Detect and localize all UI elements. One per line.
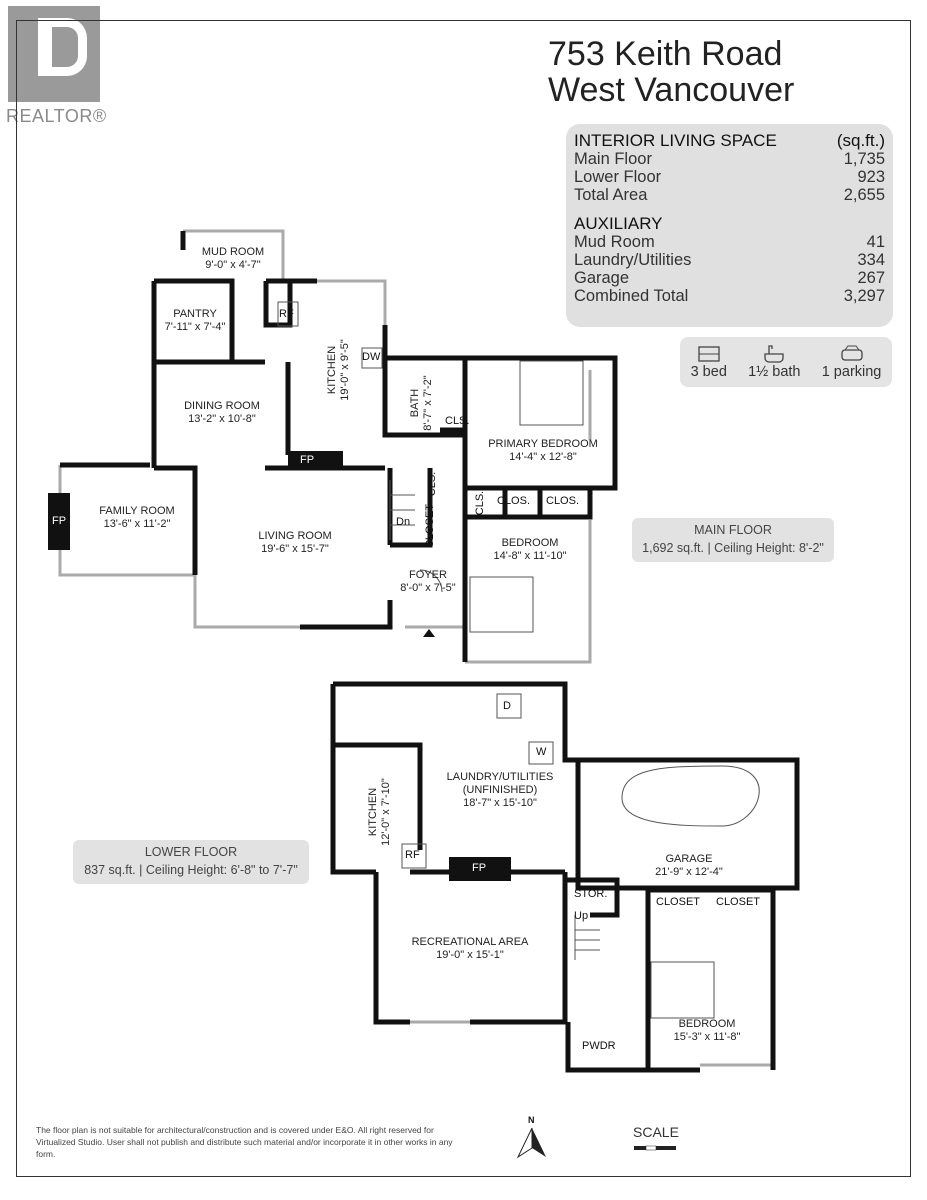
fixtures [277,301,760,1019]
fridge-label: RF [279,308,294,320]
stairs-down-label: Dn [396,516,411,528]
auxiliary-heading: AUXILIARY [574,214,663,233]
living-fireplace [288,451,343,469]
entrance-arrow-icon [423,629,435,637]
fridge-label: RF [405,849,420,861]
bed-icon [698,346,720,362]
closet-label: CLS. [445,415,470,427]
north-arrow [516,1127,546,1159]
fireplace-label: FP [300,454,315,466]
fireplace-label: FP [52,515,67,527]
bathtub-icon [764,345,784,363]
disclaimer: The floor plan is not suitable for archi… [36,1125,453,1159]
washer-icon [528,741,554,765]
interior-heading: INTERIOR LIVING SPACE [574,131,777,150]
closet-label: CLS. [426,471,439,497]
stairs [389,480,415,540]
stairs-up-label: Up [574,910,589,922]
closet-label: CLOSET [424,503,437,549]
realtor-wordmark: REALTOR® [6,106,107,126]
door-swing [419,569,443,593]
realtor-logo: REALTOR® [4,6,106,126]
closet-label: CLOSET [716,896,761,908]
powder-room-label: PWDR [582,1040,616,1052]
unit-label: (sq.ft.) [836,131,885,150]
washer-label: W [536,746,547,758]
address-city: West Vancouver [548,71,795,109]
bed-icon [519,360,584,426]
features-box: 3 bed 1½ bath 1 parking [680,337,892,387]
car-icon [621,765,760,827]
lower-fireplace [449,857,511,881]
closet-label: CLOSET [656,896,701,908]
storage-label: STOR. [574,888,608,900]
fridge-icon [401,843,427,869]
area-summary: INTERIOR LIVING SPACE (sq.ft.) Main Floor… [566,124,893,327]
north-label: N [528,1115,535,1125]
closet-label: CLS. [474,490,487,516]
plan-frame [16,20,911,1177]
scale-label: SCALE [633,1124,679,1140]
car-icon [840,345,863,361]
dryer-icon [496,693,522,719]
walls [60,231,800,1073]
family-fireplace [48,493,70,550]
closet-label: CLOS. [497,495,531,507]
fridge-icon [277,301,299,327]
stairs [574,915,600,960]
scale-bar [634,1145,676,1151]
bed-icon [469,576,534,633]
dishwasher-icon [361,347,383,369]
dryer-label: D [503,700,511,712]
bed-icon [650,961,715,1019]
room-laundry: LAUNDRY/UTILITIES(UNFINISHED)18'-7" x 15… [446,771,554,809]
property-address: 753 Keith Road West Vancouver [548,36,794,108]
fireplace-label: FP [472,862,487,874]
realtor-r-icon [8,6,100,102]
dishwasher-label: DW [362,351,381,363]
closet-label: CLOS. [546,495,580,507]
address-street: 753 Keith Road [548,35,783,73]
